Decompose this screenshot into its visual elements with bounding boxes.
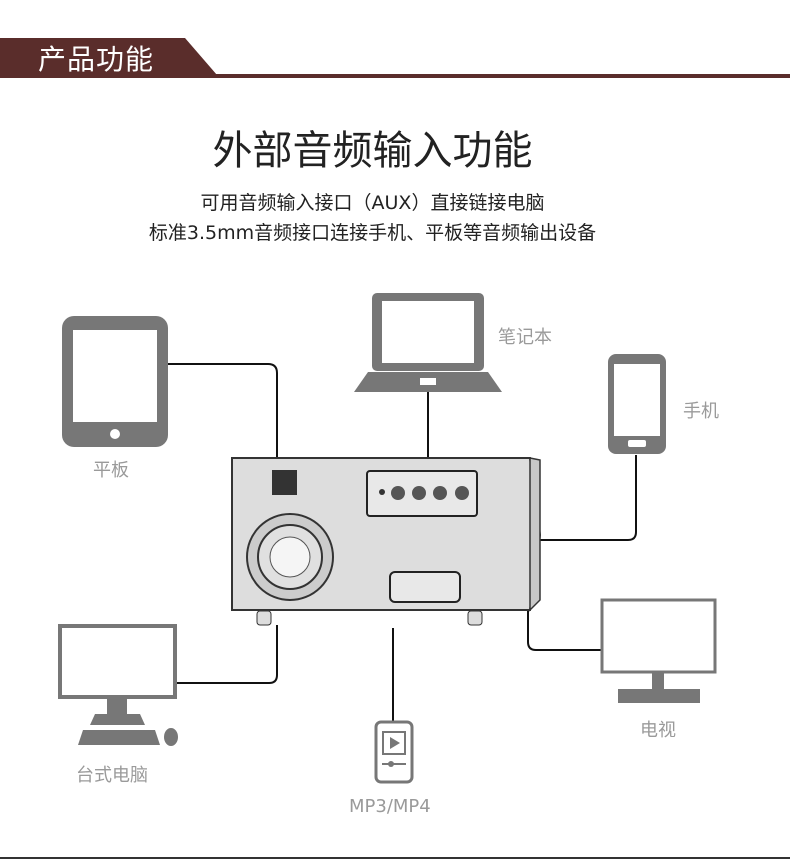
header-rule — [0, 74, 790, 78]
phone-label: 手机 — [683, 401, 719, 422]
tablet-label: 平板 — [93, 460, 129, 481]
footer-rule — [0, 857, 790, 859]
section-title: 产品功能 — [38, 43, 155, 76]
mp3-label: MP3/MP4 — [349, 796, 431, 817]
tv-icon — [600, 598, 717, 703]
laptop-label: 笔记本 — [498, 327, 552, 348]
connection-lines — [168, 363, 637, 722]
speaker-illustration — [231, 457, 542, 626]
tv-label: 电视 — [640, 720, 676, 741]
mp3-player-icon — [374, 720, 414, 784]
laptop-icon — [354, 293, 502, 392]
desktop-icon — [58, 624, 178, 746]
desktop-label: 台式电脑 — [76, 765, 148, 786]
page-title: 外部音频输入功能 — [212, 128, 533, 174]
subtitle-line-1: 可用音频输入接口（AUX）直接链接电脑 — [200, 192, 545, 214]
subtitle-line-2: 标准3.5mm音频接口连接手机、平板等音频输出设备 — [148, 222, 597, 244]
header-banner — [0, 38, 217, 75]
tablet-icon — [62, 316, 168, 447]
phone-icon — [608, 354, 666, 454]
